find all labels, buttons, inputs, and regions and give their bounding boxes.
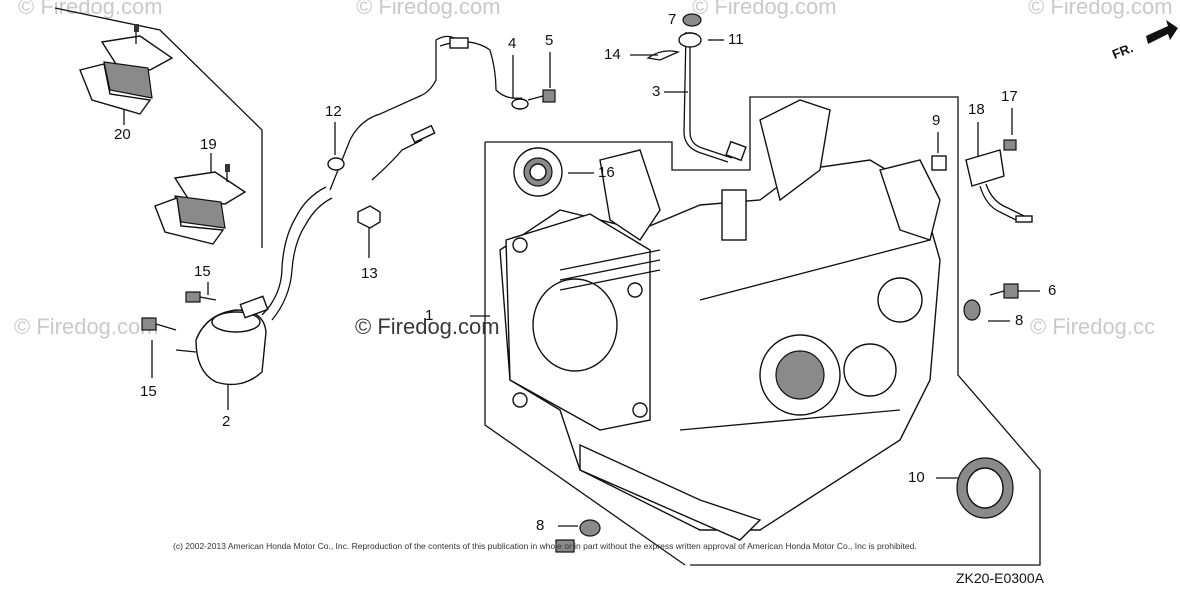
callout-3: 3 xyxy=(652,83,661,100)
arm-3 xyxy=(683,31,747,163)
watermark-top-right: © Firedog.com xyxy=(692,0,837,19)
cap-9 xyxy=(931,155,947,171)
callout-8a: 8 xyxy=(1015,312,1024,329)
callout-6: 6 xyxy=(1048,282,1057,299)
callout-9: 9 xyxy=(932,112,941,129)
bolt-5 xyxy=(527,89,556,103)
callout-10: 10 xyxy=(908,469,925,486)
callout-7: 7 xyxy=(668,11,677,28)
washer-8a xyxy=(963,299,981,321)
callout-14: 14 xyxy=(604,46,621,63)
callout-11: 11 xyxy=(728,31,744,48)
oil-switch-2 xyxy=(175,186,333,386)
o-ring-12 xyxy=(327,157,345,171)
bolt-15b xyxy=(141,317,177,331)
callout-17: 17 xyxy=(1001,88,1018,105)
nut-13 xyxy=(357,205,381,229)
leader-lines xyxy=(123,19,1040,527)
bolt-6 xyxy=(989,283,1019,299)
callout-1: 1 xyxy=(425,307,434,324)
callout-13: 13 xyxy=(361,265,378,282)
screw-17 xyxy=(1003,139,1017,151)
boundary-lines xyxy=(54,7,1041,566)
mount-20 xyxy=(79,24,174,115)
oil-seal-10 xyxy=(956,457,1014,519)
callout-20: 20 xyxy=(114,126,131,143)
watermark-mid-far-right: © Firedog.cc xyxy=(1030,314,1156,339)
seal-16 xyxy=(513,147,563,197)
watermark-top-center: © Firedog.com xyxy=(356,0,501,19)
callout-18: 18 xyxy=(968,101,985,118)
callout-15b: 15 xyxy=(140,383,157,400)
callout-4: 4 xyxy=(508,35,517,52)
callout-12: 12 xyxy=(325,103,342,120)
crankcase-1 xyxy=(499,99,941,541)
callout-5: 5 xyxy=(545,32,554,49)
sensor-18 xyxy=(965,149,1033,223)
washer-7 xyxy=(682,13,702,27)
bolt-bottom xyxy=(555,539,575,553)
mount-19 xyxy=(154,164,247,245)
watermark-top-left: © Firedog.com xyxy=(18,0,163,19)
callout-15a: 15 xyxy=(194,263,211,280)
copyright-notice: (c) 2002-2013 American Honda Motor Co., … xyxy=(173,541,917,551)
watermark-top-far-right: © Firedog.com xyxy=(1028,0,1173,19)
wire-harness xyxy=(329,35,529,191)
watermark-center: © Firedog.com xyxy=(355,314,500,339)
washer-8b xyxy=(579,519,601,537)
callout-8b: 8 xyxy=(536,517,545,534)
watermark-mid-left: © Firedog.com xyxy=(14,314,159,339)
washer-11 xyxy=(678,32,702,48)
callout-2: 2 xyxy=(222,413,231,430)
pin-14 xyxy=(646,50,680,61)
diagram-code: ZK20-E0300A xyxy=(956,570,1044,586)
bolt-15a xyxy=(185,291,217,303)
callout-16: 16 xyxy=(598,164,615,181)
fr-arrow xyxy=(1146,20,1178,44)
callout-19: 19 xyxy=(200,136,217,153)
